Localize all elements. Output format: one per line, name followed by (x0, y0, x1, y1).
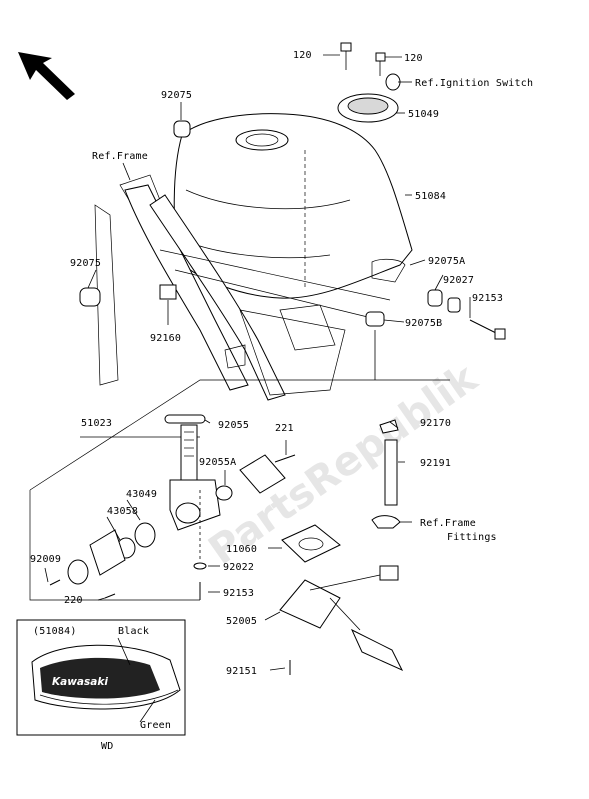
label-92055: 92055 (218, 420, 249, 431)
screw-221 (274, 454, 296, 463)
label-92153-right: 92153 (472, 293, 503, 304)
hose-92191 (384, 439, 398, 506)
bolt-120-left (340, 42, 352, 70)
damper-92075B (365, 311, 385, 380)
label-92075-top: 92075 (161, 90, 192, 101)
label-ref-ignition-switch: Ref.Ignition Switch (415, 78, 533, 89)
collar-92027 (447, 297, 461, 313)
damper-92075A (427, 289, 443, 307)
inset-footer: WD (101, 741, 113, 752)
label-92170: 92170 (420, 418, 451, 429)
fuel-level-sensor-52005 (279, 565, 404, 672)
label-92075-left: 92075 (70, 258, 101, 269)
ignition-key-icon (385, 73, 401, 91)
label-43058: 43058 (107, 506, 138, 517)
gasket-92055 (164, 414, 206, 424)
label-92055A: 92055A (199, 457, 236, 468)
bolt-120-right (375, 52, 386, 76)
gasket-11060 (281, 524, 341, 563)
lever-cover (89, 529, 126, 576)
label-ref-frame-fittings-line2: Fittings (447, 532, 497, 543)
label-51049: 51049 (408, 109, 439, 120)
leader-lines (44, 54, 471, 671)
label-43049: 43049 (126, 489, 157, 500)
cover-plate (239, 454, 286, 494)
label-220: 220 (64, 595, 83, 606)
label-92022: 92022 (223, 562, 254, 573)
inset-green-label: Green (140, 720, 171, 731)
label-92075B: 92075B (405, 318, 442, 329)
damper-92075-top (173, 120, 191, 138)
label-51084: 51084 (415, 191, 446, 202)
label-52005: 52005 (226, 616, 257, 627)
frame-outline (94, 174, 391, 401)
label-51023: 51023 (81, 418, 112, 429)
direction-arrow-icon (18, 52, 75, 100)
bolt-92153-right (469, 319, 506, 340)
label-92160: 92160 (150, 333, 181, 344)
fuel-cock-box (29, 379, 450, 601)
damper-92075-left (79, 287, 101, 307)
inset-black-label: Black (118, 626, 149, 637)
washer-92022 (193, 562, 207, 570)
knob (67, 559, 89, 585)
label-221: 221 (275, 423, 294, 434)
label-92009: 92009 (30, 554, 61, 565)
fuel-cock-body (169, 424, 221, 531)
label-92027: 92027 (443, 275, 474, 286)
label-92153-bottom: 92153 (223, 588, 254, 599)
clamp-92170 (379, 419, 399, 434)
label-ref-frame-fittings-line1: Ref.Frame (420, 518, 476, 529)
decal-inset: (51084) Black Green Kawasaki WD (16, 619, 186, 752)
label-ref-frame: Ref.Frame (92, 151, 148, 162)
label-120-left: 120 (293, 50, 312, 61)
o-ring-92055A (215, 485, 233, 501)
screw-220 (104, 593, 116, 599)
tank-cap-51049 (337, 93, 399, 123)
label-120-right: 120 (404, 53, 423, 64)
label-92191: 92191 (420, 458, 451, 469)
frame-fitting-clip (371, 515, 401, 529)
label-92075A: 92075A (428, 256, 465, 267)
collar-92160 (159, 284, 177, 300)
label-11060: 11060 (226, 544, 257, 555)
inset-decal-text: Kawasaki (52, 676, 108, 688)
diaphragm-43049 (134, 522, 156, 548)
inset-ref-label: (51084) (33, 626, 77, 637)
label-92151: 92151 (226, 666, 257, 677)
screw-92009 (49, 579, 61, 586)
